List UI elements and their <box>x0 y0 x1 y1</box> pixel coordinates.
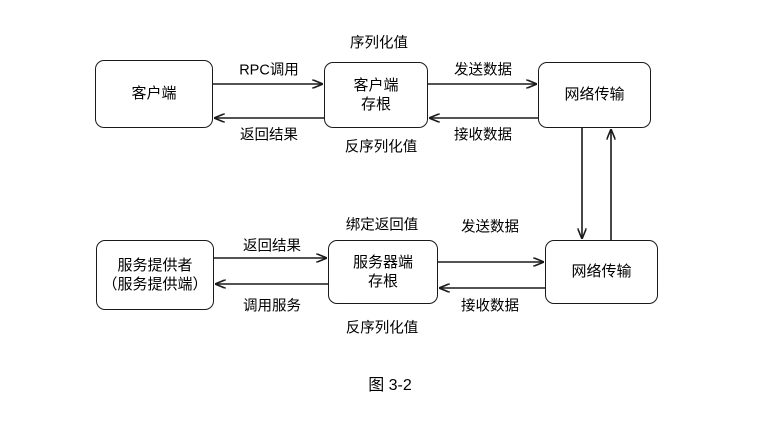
edge-label-return-result-bottom: 返回结果 <box>243 238 301 255</box>
node-network-top: 网络传输 <box>538 62 651 128</box>
edge-label-call-service: 调用服务 <box>243 298 301 315</box>
edge-label-bind-return-value: 绑定返回值 <box>345 217 419 234</box>
edge-label-send-data-top: 发送数据 <box>454 62 512 79</box>
node-server-stub: 服务器端 存根 <box>328 240 438 304</box>
figure-caption: 图 3-2 <box>368 377 412 394</box>
edge-label-deserialize-value-bottom: 反序列化值 <box>345 320 419 337</box>
edge-label-return-result-top: 返回结果 <box>240 127 298 144</box>
edge-label-send-data-bottom: 发送数据 <box>461 219 519 236</box>
node-network-bottom: 网络传输 <box>545 240 658 304</box>
edge-label-deserialize-value-top: 反序列化值 <box>344 139 418 156</box>
edge-label-rpc-call: RPC调用 <box>239 62 299 79</box>
node-client: 客户端 <box>95 60 213 128</box>
node-client-stub: 客户端 存根 <box>324 62 428 128</box>
node-service-provider: 服务提供者 （服务提供端） <box>96 240 214 310</box>
edge-label-receive-data-top: 接收数据 <box>454 127 512 144</box>
edge-label-receive-data-bottom: 接收数据 <box>461 298 519 315</box>
edge-label-serialize-value: 序列化值 <box>350 35 408 52</box>
